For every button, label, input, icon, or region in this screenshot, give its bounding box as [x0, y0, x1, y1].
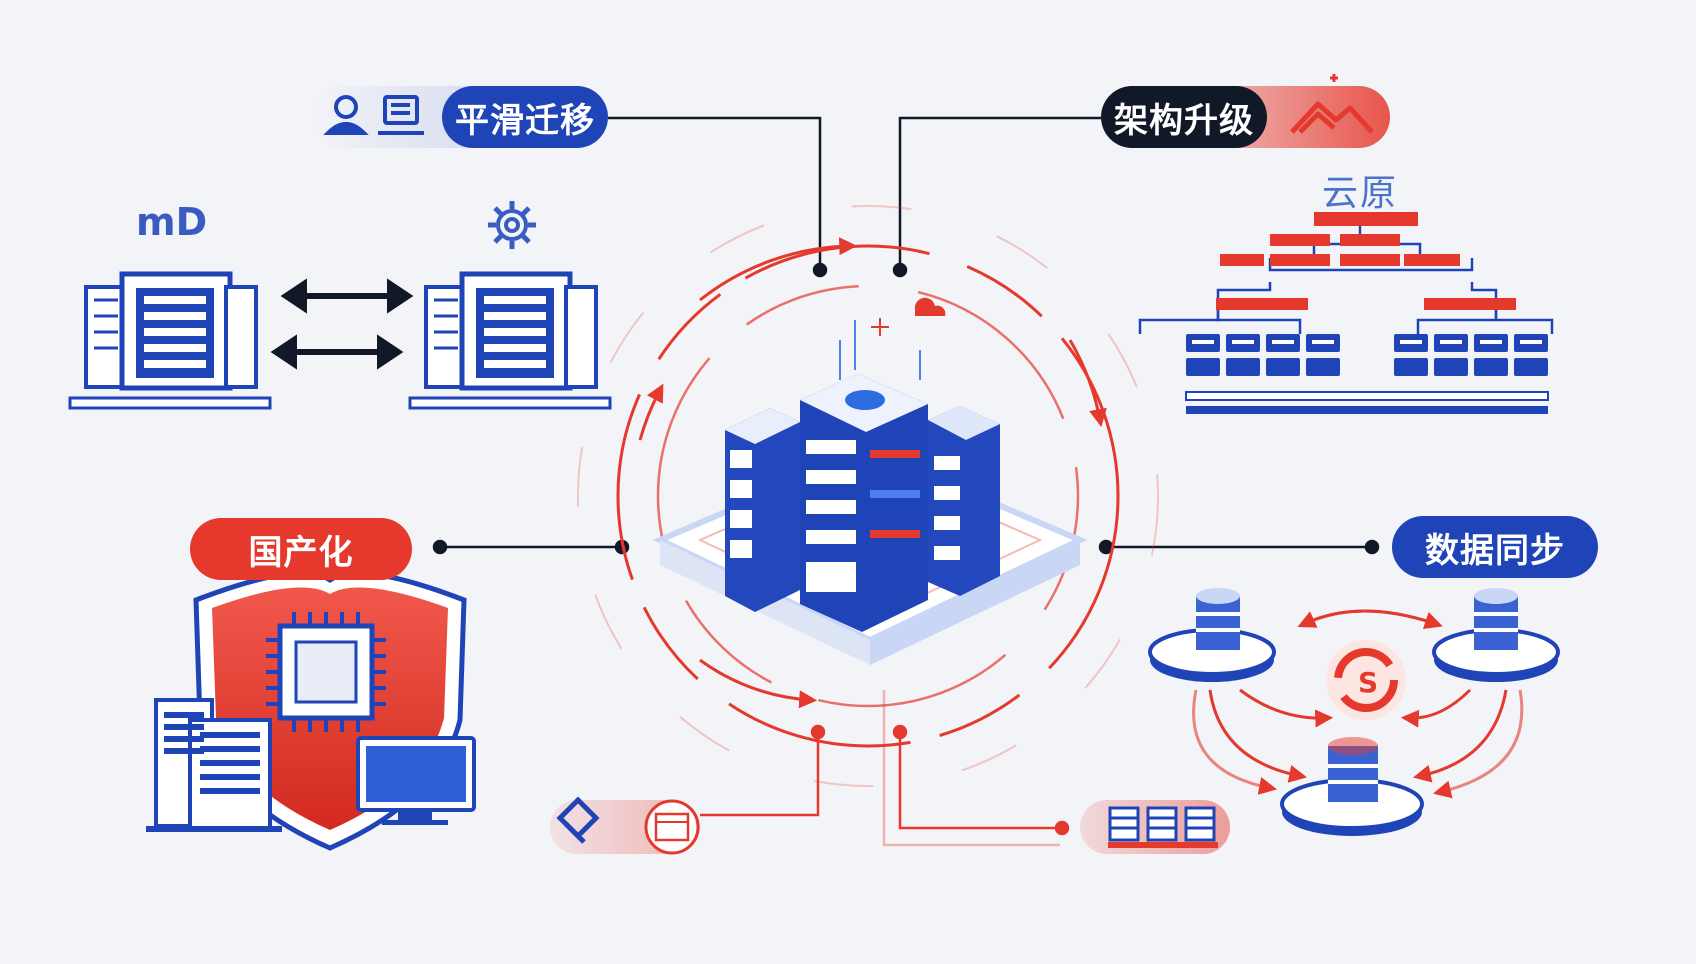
server-rack-icon — [725, 408, 800, 612]
localization-label: 国产化 — [190, 518, 412, 580]
database-node-bottom — [1280, 737, 1424, 836]
sync-icon: S — [1326, 640, 1406, 720]
hierarchy-icon — [1138, 212, 1554, 414]
connector-bottom-left — [700, 724, 826, 817]
user-icon — [323, 95, 369, 135]
svg-text:S: S — [1358, 666, 1378, 699]
server-rack-icon — [146, 698, 282, 832]
smooth-migration-label: 平滑迁移 — [442, 86, 608, 148]
target-server — [408, 271, 612, 410]
cloud-native-caption: 云原 — [1322, 173, 1399, 214]
database-node-right — [1432, 588, 1560, 682]
gear-icon — [488, 201, 536, 249]
source-server — [68, 271, 272, 410]
database-icon — [1080, 800, 1230, 854]
orbit-rings — [577, 205, 1159, 787]
connector-migration — [608, 116, 828, 278]
left-server-caption: mD — [136, 200, 208, 244]
server-rack-icon — [800, 374, 928, 632]
connector-upgrade — [892, 116, 1101, 278]
double-arrow-icon — [270, 278, 414, 370]
central-data-center — [652, 318, 1088, 665]
monitor-icon — [356, 736, 476, 825]
cloud-icon — [914, 297, 946, 316]
desk-icon — [378, 95, 424, 135]
calendar-icon — [644, 799, 700, 855]
database-node-left — [1148, 588, 1276, 682]
architecture-upgrade-label: 架构升级 — [1101, 86, 1267, 148]
connector-bottom-right — [882, 690, 1070, 847]
mountain-icon — [1290, 74, 1374, 134]
server-rack-icon — [928, 406, 1000, 596]
sync-arrows — [1192, 609, 1524, 799]
data-sync-label: 数据同步 — [1392, 516, 1598, 578]
chip-icon — [266, 612, 386, 732]
connector-domestic — [432, 539, 630, 555]
connector-sync — [1098, 539, 1380, 555]
